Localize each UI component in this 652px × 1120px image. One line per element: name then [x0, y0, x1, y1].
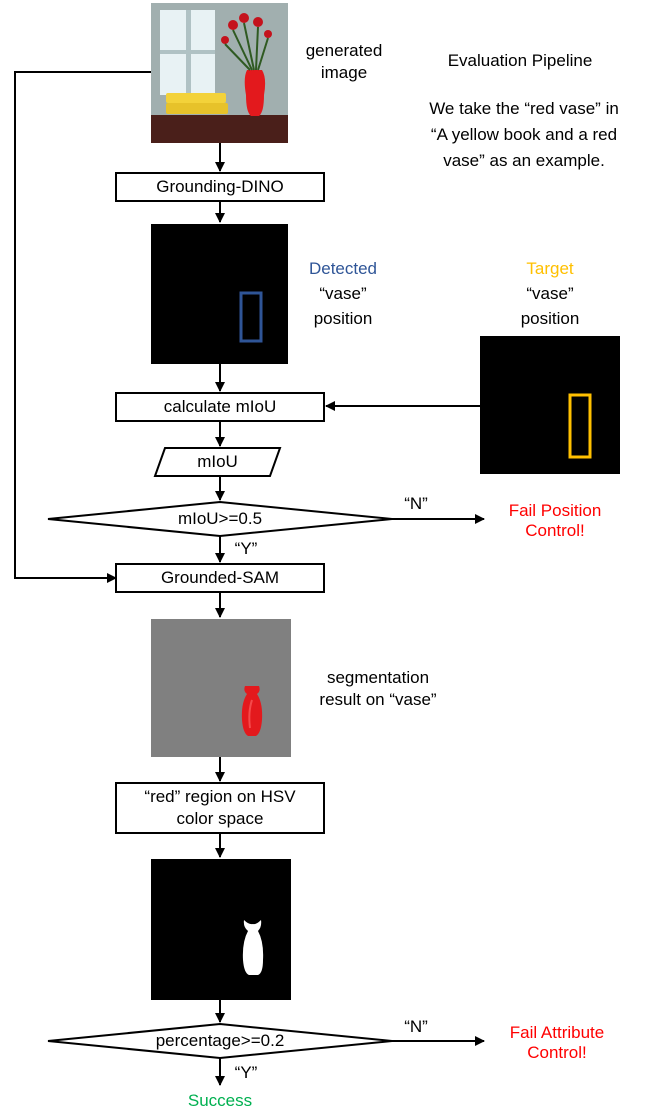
fail-attribute-label-2: Control! — [527, 1043, 587, 1062]
segmentation-label-2: result on “vase” — [319, 690, 437, 709]
generated-image-label-1: generated — [305, 41, 383, 60]
target-label: Target — [526, 259, 574, 278]
generated-image-label-2: image — [320, 63, 368, 82]
target-box-image — [480, 336, 620, 474]
decision1-no-label: “N” — [404, 494, 428, 513]
detected-label-position: position — [313, 309, 373, 328]
grounding-dino-box — [115, 172, 325, 202]
decision2-no-label: “N” — [404, 1017, 428, 1036]
decision2-yes-label: “Y” — [234, 1063, 258, 1082]
grounded-sam-box — [115, 563, 325, 593]
decision1-yes-label: “Y” — [234, 539, 258, 558]
detected-label: Detected — [308, 259, 378, 278]
pipeline-title: Evaluation Pipeline — [447, 51, 593, 70]
detected-label-vase: “vase” — [319, 284, 367, 303]
segmentation-image — [151, 619, 291, 757]
fail-position-label-1: Fail Position — [508, 501, 602, 520]
generated-image — [151, 3, 288, 143]
miou-decision-label: mIoU>=0.5 — [177, 509, 263, 528]
success-label: Success — [187, 1091, 253, 1110]
description-line-1: We take the “red vase” in — [429, 99, 619, 118]
segmentation-label-1: segmentation — [326, 668, 430, 687]
target-label-vase: “vase” — [526, 284, 574, 303]
mask-image — [151, 859, 291, 1000]
red-region-label-1: “red” region on HSV — [144, 787, 296, 806]
red-region-box — [115, 782, 325, 834]
detected-box-image — [151, 224, 288, 364]
fail-attribute-label-1: Fail Attribute — [509, 1023, 605, 1042]
fail-position-label-2: Control! — [525, 521, 585, 540]
description-line-3: vase” as an example. — [443, 151, 605, 170]
percentage-decision-label: percentage>=0.2 — [155, 1031, 285, 1050]
red-region-label-2: color space — [176, 809, 264, 828]
grounding-dino-label: Grounding-DINO — [156, 177, 284, 196]
miou-output — [153, 447, 282, 477]
miou-label: mIoU — [197, 452, 238, 471]
calc-miou-label: calculate mIoU — [163, 397, 277, 416]
target-label-position: position — [520, 309, 580, 328]
grounded-sam-label: Grounded-SAM — [160, 568, 280, 587]
description-line-2: “A yellow book and a red — [430, 125, 618, 144]
